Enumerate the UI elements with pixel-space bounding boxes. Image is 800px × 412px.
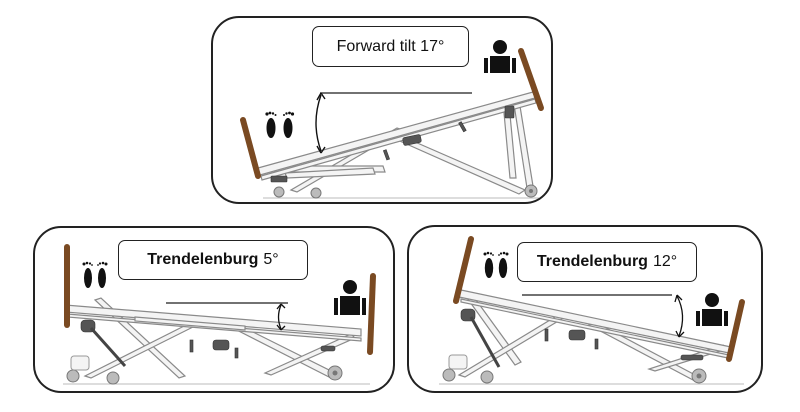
position-label: Forward tilt 17° [312, 26, 469, 67]
position-label-bold: Trendelenburg [147, 251, 259, 268]
headboard [367, 273, 376, 355]
position-label: Trendelenburg 5° [118, 240, 308, 280]
angle-arrow-icon [315, 92, 326, 154]
position-label-angle: 12° [652, 253, 678, 270]
position-label: Trendelenburg 12° [517, 242, 697, 282]
person-icon [484, 40, 516, 73]
footprints-icon [82, 261, 108, 288]
panel-trendelenburg-5: Trendelenburg 5° [33, 226, 395, 393]
footboard [453, 236, 474, 304]
angle-arrow-icon [276, 303, 286, 331]
panel-forward-tilt: Forward tilt 17° [211, 16, 553, 204]
panel-trendelenburg-12: Trendelenburg 12° [407, 225, 763, 393]
position-label-bold: Trendelenburg [536, 253, 648, 270]
angle-arrow-icon [674, 294, 685, 338]
person-icon [334, 280, 366, 315]
bed-illustration-trendelenburg-12 [439, 236, 745, 385]
headboard [726, 299, 745, 362]
position-label-angle: 5° [263, 251, 279, 268]
footprints-icon [483, 251, 509, 278]
bed-illustration-forward-tilt [240, 48, 544, 199]
footboard [240, 117, 261, 179]
position-label-text: Forward tilt 17° [336, 37, 445, 55]
person-icon [696, 293, 728, 326]
footprints-icon [265, 111, 295, 138]
bed-illustration-trendelenburg-5 [63, 244, 376, 385]
headboard [518, 48, 544, 111]
